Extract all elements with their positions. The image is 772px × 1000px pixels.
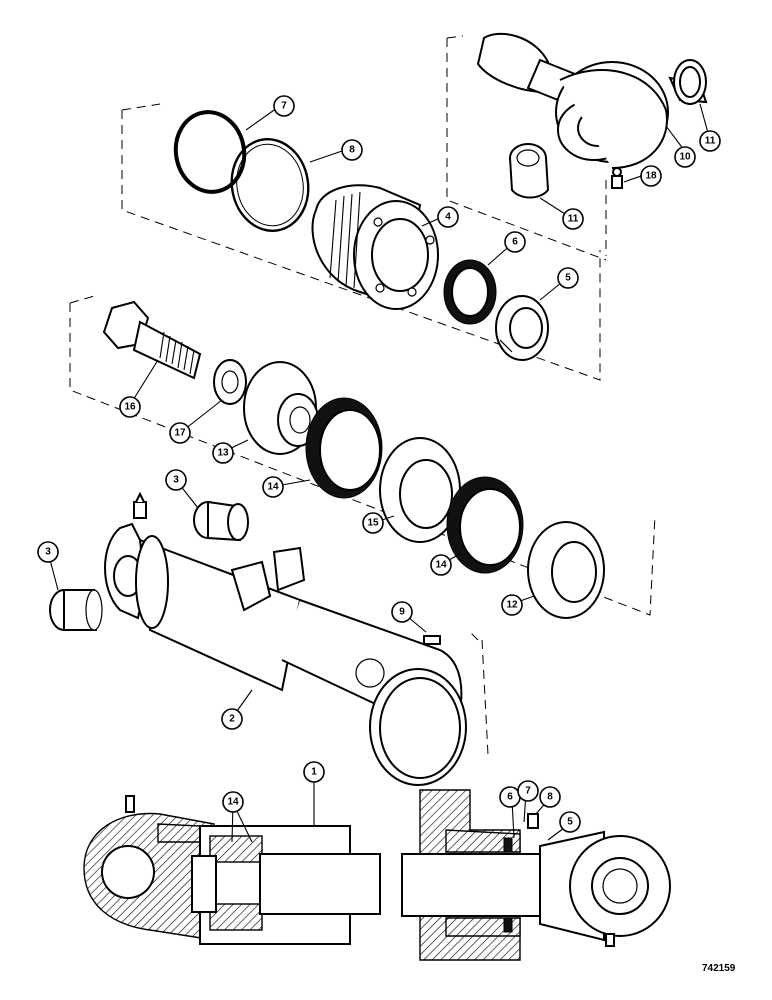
bushing-11-top: [668, 59, 708, 105]
callout-16: 16: [119, 396, 141, 418]
callout-12: 12: [501, 594, 523, 616]
svg-text:10: 10: [679, 152, 691, 163]
callout-14-section: 14: [222, 791, 244, 813]
svg-text:14: 14: [435, 560, 447, 571]
svg-text:1: 1: [311, 767, 317, 778]
dashed-group-gland: [121, 103, 601, 381]
svg-text:8: 8: [547, 792, 553, 803]
dashed-group-piston: [69, 294, 656, 616]
svg-text:6: 6: [512, 237, 518, 248]
callout-7-section: 7: [517, 780, 539, 802]
piston-ring-14-lower: [446, 476, 524, 574]
svg-text:17: 17: [174, 428, 186, 439]
bolt-16: [102, 300, 202, 380]
callout-13: 13: [212, 442, 234, 464]
callout-11-top: 11: [699, 130, 721, 152]
wear-ring-12: [527, 521, 605, 619]
svg-text:4: 4: [445, 212, 451, 223]
callout-18: 18: [640, 165, 662, 187]
svg-text:3: 3: [45, 547, 51, 558]
svg-text:5: 5: [565, 273, 571, 284]
svg-text:12: 12: [506, 600, 518, 611]
washer-17: [213, 359, 247, 405]
svg-text:16: 16: [124, 402, 136, 413]
drawing-number: 742159: [702, 963, 736, 974]
grease-fitting: [133, 491, 147, 519]
grease-fitting-18: [611, 167, 623, 189]
callout-14-upper: 14: [262, 476, 284, 498]
piston-ring-14-upper: [305, 397, 383, 499]
callout-6: 6: [504, 231, 526, 253]
o-ring-8: [230, 138, 310, 232]
callout-6-section: 6: [499, 786, 521, 808]
svg-text:3: 3: [173, 475, 179, 486]
callout-5: 5: [557, 267, 579, 289]
section-view-right: [401, 789, 671, 961]
svg-text:7: 7: [525, 786, 531, 797]
svg-text:14: 14: [227, 797, 239, 808]
cylinder-barrel-2: [104, 522, 467, 786]
callout-3-left: 3: [37, 541, 59, 563]
callout-3-upper: 3: [165, 469, 187, 491]
svg-text:15: 15: [367, 518, 379, 529]
svg-text:5: 5: [567, 817, 573, 828]
callout-11-lower: 11: [562, 208, 584, 230]
callout-14-lower: 14: [430, 554, 452, 576]
dashed-group-rod-end: [446, 35, 607, 261]
bushing-11-lower: [509, 143, 550, 199]
callout-8: 8: [341, 139, 363, 161]
gland-4: [311, 184, 439, 310]
seal-6: [443, 259, 497, 325]
svg-text:6: 6: [507, 792, 513, 803]
bushing-3-left: [49, 589, 103, 631]
callout-17: 17: [169, 422, 191, 444]
screw-9: [423, 635, 441, 645]
svg-text:8: 8: [349, 145, 355, 156]
callout-9: 9: [391, 601, 413, 623]
svg-text:18: 18: [645, 171, 657, 182]
svg-text:14: 14: [267, 482, 279, 493]
callout-8-section: 8: [539, 786, 561, 808]
svg-text:13: 13: [217, 448, 229, 459]
callout-15: 15: [362, 512, 384, 534]
bushing-3-upper: [193, 500, 249, 542]
callout-4: 4: [437, 206, 459, 228]
callout-1: 1: [303, 761, 325, 783]
callout-7: 7: [273, 95, 295, 117]
svg-text:7: 7: [281, 101, 287, 112]
section-view-left: [83, 795, 381, 945]
callout-5-section: 5: [559, 811, 581, 833]
callout-2: 2: [221, 708, 243, 730]
dashed-group-cylinder: [469, 631, 489, 756]
snap-ring-7: [173, 110, 247, 194]
wiper-5: [495, 295, 549, 361]
rod-end-assembly: [476, 32, 669, 169]
svg-text:2: 2: [229, 714, 235, 725]
svg-text:11: 11: [568, 214, 579, 225]
svg-text:11: 11: [705, 136, 716, 147]
svg-text:9: 9: [399, 607, 405, 618]
callout-10: 10: [674, 146, 696, 168]
